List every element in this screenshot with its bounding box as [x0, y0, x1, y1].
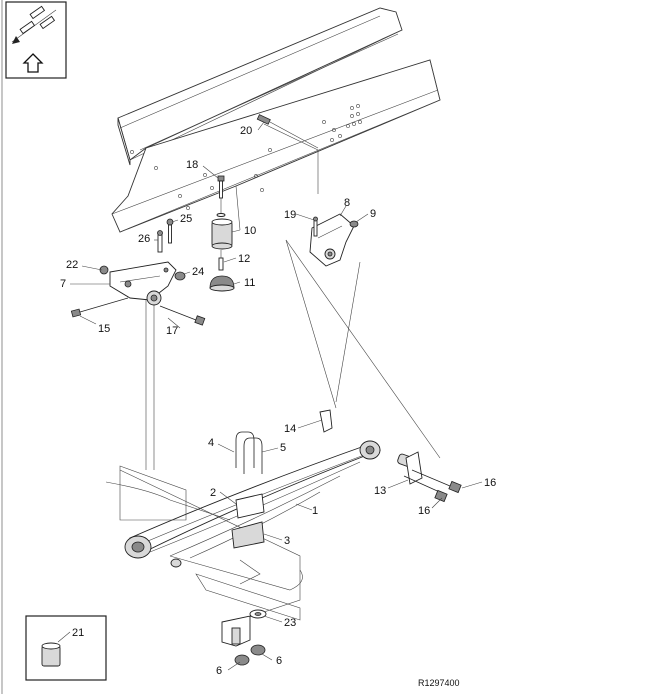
callout-17: 17 — [166, 325, 178, 337]
bolt-17 — [159, 305, 206, 326]
bolt-26 — [157, 230, 163, 253]
callout-5: 5 — [280, 442, 286, 454]
lower-clamp — [221, 615, 251, 647]
callout-6-left: 6 — [216, 665, 222, 677]
callout-9: 9 — [370, 208, 376, 220]
callout-6-right: 6 — [276, 655, 282, 667]
axle-outline — [105, 465, 303, 621]
callout-15: 15 — [98, 323, 110, 335]
rear-bracket-8 — [309, 213, 355, 267]
callout-1: 1 — [312, 505, 318, 517]
callout-25: 25 — [180, 213, 192, 225]
callout-16-upper: 16 — [484, 477, 496, 489]
callout-11: 11 — [244, 277, 255, 289]
callout-7: 7 — [60, 278, 66, 290]
u-bolt-5 — [243, 437, 263, 474]
callout-20: 20 — [240, 125, 252, 137]
truck-front-arrow-icon — [11, 5, 57, 73]
callout-14: 14 — [284, 423, 296, 435]
callout-21: 21 — [72, 627, 84, 639]
callout-24: 24 — [192, 266, 204, 278]
front-bracket-7 — [109, 261, 177, 306]
bolt-18 — [216, 175, 226, 217]
frame-rail — [111, 7, 441, 233]
callout-8: 8 — [344, 197, 350, 209]
callout-19: 19 — [284, 209, 296, 221]
callout-18: 18 — [186, 159, 198, 171]
u-bolt-4 — [235, 431, 255, 468]
callout-2: 2 — [210, 487, 216, 499]
part-22 — [99, 265, 109, 275]
stud-12 — [218, 250, 224, 271]
bolt-19 — [313, 216, 318, 237]
callout-3: 3 — [284, 535, 290, 547]
nut-9 — [349, 220, 359, 228]
inset-box — [25, 615, 107, 681]
bolt-25 — [166, 218, 174, 244]
nut-6-left — [234, 654, 250, 666]
nut-24 — [174, 271, 186, 281]
callout-26: 26 — [138, 233, 150, 245]
leader-lines-chassis — [145, 123, 441, 470]
bolt-16-lower — [403, 475, 448, 503]
callout-23: 23 — [284, 617, 296, 629]
orientation-box — [5, 1, 67, 79]
callout-12: 12 — [238, 253, 250, 265]
bushing-icon — [41, 631, 71, 667]
spacer-23 — [249, 609, 267, 619]
bolt-16-upper — [411, 469, 462, 494]
shackle-14 — [319, 409, 333, 433]
callout-labels: 20 18 10 12 11 24 25 26 22 7 15 17 19 8 … — [60, 125, 496, 677]
bolt-15 — [70, 297, 129, 318]
callout-leaders — [70, 121, 483, 671]
callout-13: 13 — [374, 485, 386, 497]
rubber-11 — [209, 275, 235, 292]
nut-6-right — [250, 644, 266, 656]
saddle-3 — [231, 521, 265, 549]
callout-4: 4 — [208, 437, 214, 449]
drawing-reference: R1297400 — [418, 678, 460, 688]
bump-stop-10 — [211, 218, 233, 250]
clamp-2 — [235, 493, 265, 519]
callout-16-lower: 16 — [418, 505, 430, 517]
callout-22: 22 — [66, 259, 78, 271]
bolt-20 — [256, 114, 319, 149]
callout-10: 10 — [244, 225, 256, 237]
rear-bushing — [397, 451, 423, 485]
